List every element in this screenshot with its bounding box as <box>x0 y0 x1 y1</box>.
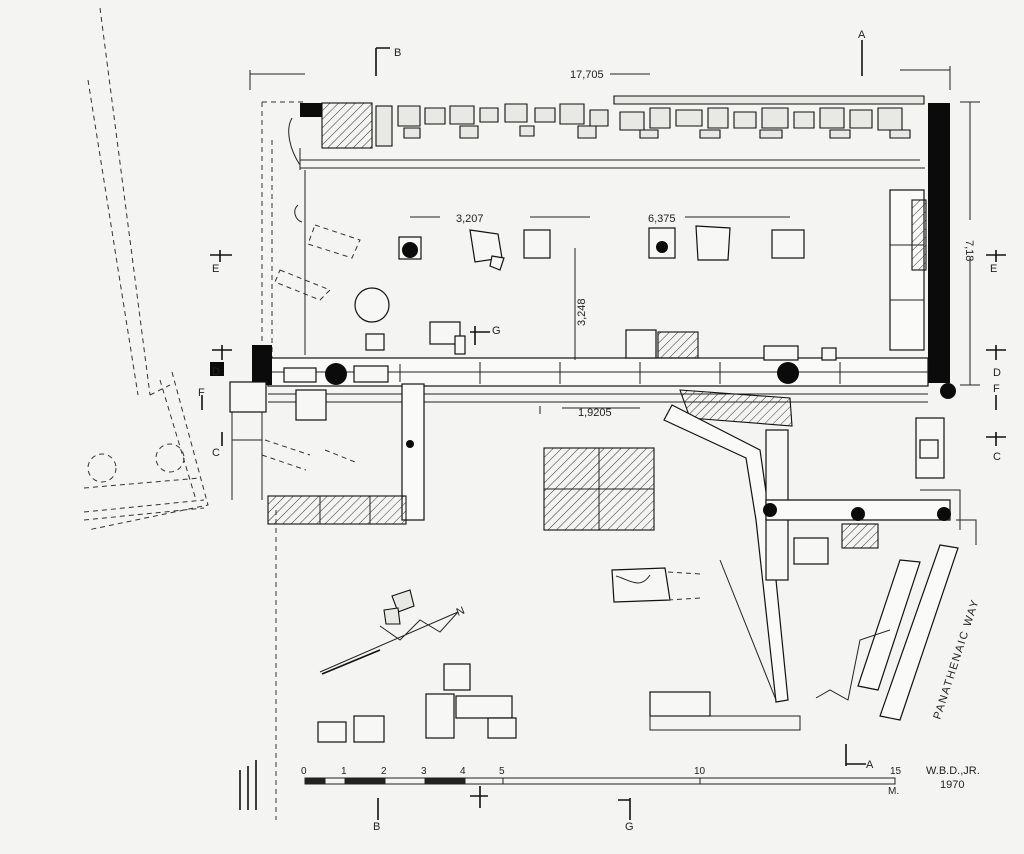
column-bases <box>354 225 805 355</box>
corner-bracket <box>239 760 257 810</box>
section-label-c-right: C <box>993 451 1001 463</box>
section-label-f-right: F <box>993 383 1000 395</box>
southwest-room <box>229 381 425 525</box>
street-label: PANATHENAIC WAY <box>931 597 981 721</box>
drawing-year: 1970 <box>940 779 964 791</box>
section-label-c-left: C <box>212 447 220 459</box>
section-label-e-left: E <box>212 263 219 275</box>
section-label-f-left: F <box>198 387 205 399</box>
angled-walls <box>663 389 977 703</box>
section-label-g-mid: G <box>492 325 501 337</box>
section-label-g-bottom: G <box>625 821 634 833</box>
section-label-d-right: D <box>993 367 1001 379</box>
dimension-spacing-2: 6,375 <box>648 213 676 225</box>
room-interior <box>294 170 306 355</box>
panathenaic-way-steps <box>815 544 959 721</box>
section-label-a-bottom: A <box>866 759 874 771</box>
section-label-b-top: B <box>394 47 401 59</box>
scale-tick-0: 0 <box>301 766 307 777</box>
scattered-blocks <box>317 567 801 743</box>
dimension-spacing-3: 3,248 <box>576 298 588 326</box>
scale-tick-4: 4 <box>460 766 466 777</box>
section-markers <box>201 40 1006 820</box>
scale-tick-5: 5 <box>499 766 505 777</box>
central-slab <box>543 447 655 531</box>
scale-unit: M. <box>888 786 899 797</box>
section-label-e-right: E <box>990 263 997 275</box>
dimension-spacing-1: 3,207 <box>456 213 484 225</box>
dimension-spacing-4: 1,9205 <box>578 407 612 419</box>
section-label-a-top: A <box>858 29 866 41</box>
author-signature: W.B.D.,JR. <box>926 765 980 777</box>
scale-tick-2: 2 <box>381 766 387 777</box>
scale-tick-15: 15 <box>890 766 902 777</box>
scale-tick-1: 1 <box>341 766 347 777</box>
dimension-lines <box>249 66 980 414</box>
scale-bar <box>304 777 896 785</box>
north-label: N <box>455 605 467 619</box>
scale-tick-10: 10 <box>694 766 706 777</box>
scale-tick-3: 3 <box>421 766 427 777</box>
section-label-d-left: D <box>212 366 220 378</box>
dashed-foundation-outlines <box>83 7 361 820</box>
stylobate <box>210 329 956 403</box>
section-label-b-bottom: B <box>373 821 380 833</box>
dimension-overall-length: 17,705 <box>570 69 604 81</box>
north-rubble-wall <box>288 95 925 170</box>
dimension-overall-width: 7,18 <box>963 240 975 261</box>
north-arrow <box>319 611 459 675</box>
east-wall <box>889 103 950 383</box>
